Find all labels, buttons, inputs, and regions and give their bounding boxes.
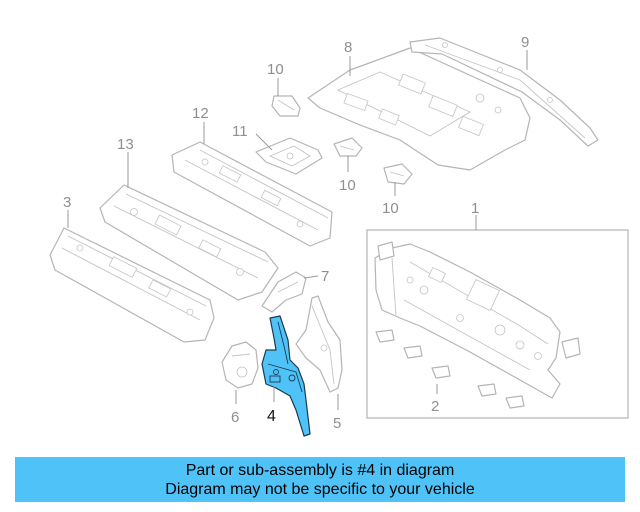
part-11-bracket (255, 137, 323, 175)
part-5-gusset (295, 295, 343, 393)
banner-line-1: Part or sub-assembly is #4 in diagram (185, 462, 455, 479)
part-10-bracket-upper (271, 95, 301, 117)
callout-10-right: 10 (382, 200, 399, 217)
part-2-clips (375, 329, 525, 409)
callout-3: 3 (63, 194, 71, 211)
part-1-rear-panel (374, 241, 581, 399)
part-13-crossmember (99, 184, 279, 301)
callout-7: 7 (321, 268, 329, 285)
part-1-group-box (366, 229, 629, 419)
callout-labels: 1 2 3 4 5 6 7 8 9 10 10 10 11 12 13 (63, 34, 529, 432)
part-6-bracket (221, 341, 259, 389)
callout-4: 4 (267, 408, 276, 425)
callout-6: 6 (231, 409, 239, 426)
part-9-rail (409, 37, 599, 147)
part-12-crossmember (171, 141, 333, 247)
info-banner: Part or sub-assembly is #4 in diagram Di… (15, 457, 625, 502)
callout-5: 5 (333, 415, 341, 432)
part-10-bracket-right (383, 163, 413, 185)
callout-12: 12 (192, 105, 209, 122)
callout-9: 9 (521, 34, 529, 51)
callout-2: 2 (431, 398, 439, 415)
leader-lines (67, 50, 528, 410)
banner-line-2: Diagram may not be specific to your vehi… (165, 481, 475, 498)
parts-diagram: 1 2 3 4 5 6 7 8 9 10 10 10 11 12 13 (49, 34, 629, 437)
callout-11: 11 (232, 123, 248, 140)
part-8-rear-shelf (307, 47, 531, 171)
callout-13: 13 (117, 136, 134, 153)
callout-8: 8 (344, 39, 352, 56)
part-3-crossmember (49, 227, 215, 343)
part-7-gusset (261, 271, 307, 313)
part-10-bracket-middle (333, 137, 363, 157)
part-4-reinforcement-highlighted (261, 315, 311, 437)
callout-10-middle: 10 (339, 177, 356, 194)
callout-10-upper: 10 (267, 61, 284, 78)
callout-1: 1 (471, 200, 479, 217)
